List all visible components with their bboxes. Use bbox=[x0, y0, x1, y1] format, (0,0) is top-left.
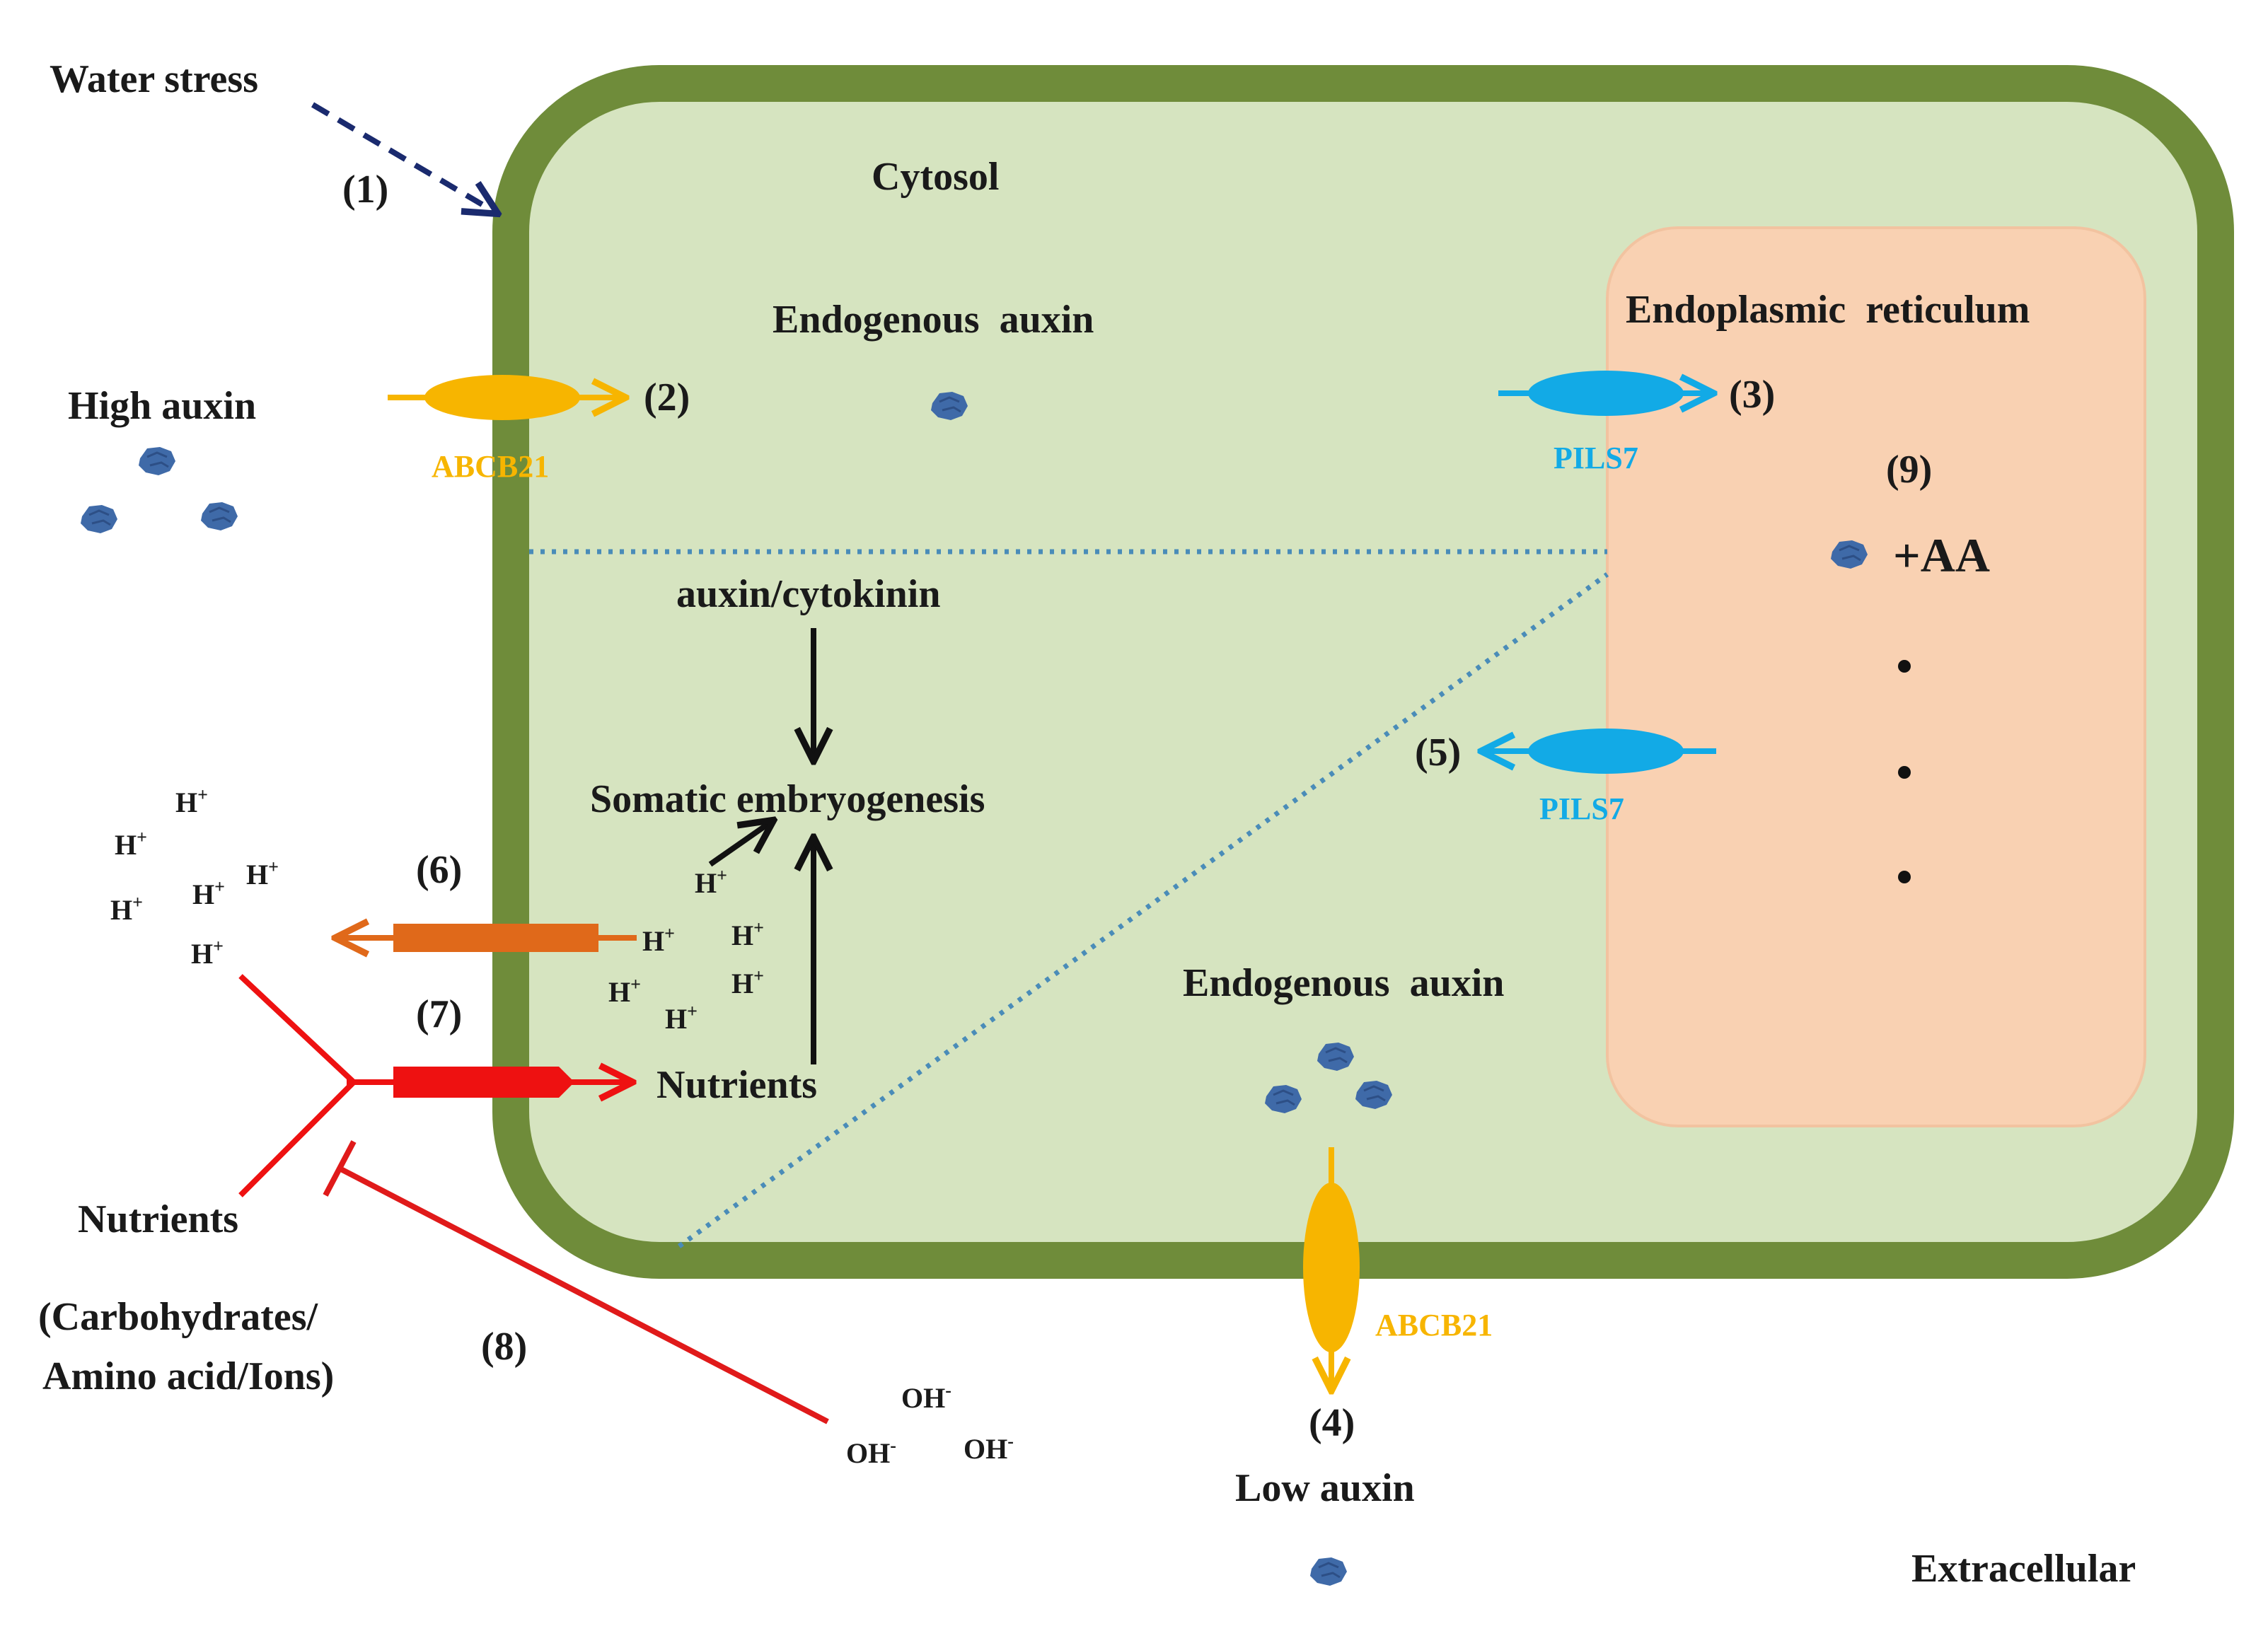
step-2-label: (2) bbox=[644, 376, 690, 419]
hydroxide-ions: OH- OH- OH- bbox=[846, 1380, 1014, 1469]
pils7-top-label: PILS7 bbox=[1554, 441, 1638, 475]
proton-pump bbox=[338, 924, 637, 952]
abcb21-bottom-label: ABCB21 bbox=[1375, 1308, 1493, 1342]
pils7-transporter-bottom bbox=[1484, 729, 1716, 774]
step-5-label: (5) bbox=[1415, 731, 1461, 774]
auxin-molecule-icon bbox=[79, 504, 119, 535]
step-4-label: (4) bbox=[1309, 1401, 1355, 1445]
hydroxide-ion: OH- bbox=[901, 1380, 951, 1414]
step-7-label: (7) bbox=[416, 992, 462, 1036]
proton-ion: H+ bbox=[115, 827, 147, 861]
proton-ion: H+ bbox=[731, 965, 764, 999]
extracellular-label: Extracellular bbox=[1911, 1547, 2136, 1591]
auxin-molecule-icon bbox=[137, 446, 177, 477]
high-auxin-label: High auxin bbox=[68, 384, 256, 428]
ellipsis-dots bbox=[1898, 660, 1911, 883]
proton-ion: H+ bbox=[695, 865, 727, 899]
proton-ion: H+ bbox=[192, 876, 225, 910]
nutrients-inside-label: Nutrients bbox=[656, 1063, 817, 1107]
abcb21-transporter-top bbox=[388, 375, 623, 420]
step-8-label: (8) bbox=[481, 1325, 527, 1369]
proton-ion: H+ bbox=[642, 923, 675, 957]
nutrients-outside-label: Nutrients bbox=[78, 1197, 238, 1241]
step-6-label: (6) bbox=[416, 848, 462, 892]
pils7-transporter-top bbox=[1498, 371, 1711, 416]
endogenous-auxin-bottom-label: Endogenous auxin bbox=[1183, 961, 1504, 1005]
auxin-molecule-icon bbox=[1309, 1556, 1348, 1587]
abcb21-transporter-bottom bbox=[1303, 1147, 1360, 1388]
symport-connector bbox=[238, 974, 356, 1197]
endogenous-auxin-top-label: Endogenous auxin bbox=[773, 298, 1094, 342]
somatic-embryogenesis-label: Somatic embryogenesis bbox=[590, 777, 985, 821]
proton-ion: H+ bbox=[175, 784, 208, 818]
cytosol-dividers bbox=[529, 549, 1609, 1248]
cytosol-label: Cytosol bbox=[872, 155, 999, 199]
low-auxin-label: Low auxin bbox=[1235, 1466, 1415, 1510]
step-9-label: (9) bbox=[1886, 448, 1932, 492]
auxin-cytokinin-label: auxin/cytokinin bbox=[676, 572, 940, 616]
nutrients-detail-line1: (Carbohydrates/ bbox=[38, 1295, 319, 1339]
hydroxide-ion: OH- bbox=[964, 1431, 1014, 1465]
nutrients-detail-line2: Amino acid/Ions) bbox=[42, 1354, 334, 1398]
amino-acid-conjugate-label: +AA bbox=[1893, 528, 1990, 582]
proton-ion: H+ bbox=[246, 857, 279, 890]
proton-ion: H+ bbox=[608, 974, 641, 1008]
signaling-arrows bbox=[708, 628, 814, 1064]
proton-ion: H+ bbox=[665, 1001, 698, 1035]
step-3-label: (3) bbox=[1729, 373, 1775, 417]
endoplasmic-reticulum bbox=[1606, 226, 2146, 1127]
water-stress-arrow bbox=[311, 102, 495, 212]
abcb21-top-label: ABCB21 bbox=[432, 449, 549, 484]
water-stress-label: Water stress bbox=[50, 57, 258, 101]
protons-cytosol: H+ H+ H+ H+ H+ H+ bbox=[608, 865, 764, 1035]
hydroxide-ion: OH- bbox=[846, 1435, 896, 1469]
step-1-label: (1) bbox=[342, 168, 388, 211]
pils7-bottom-label: PILS7 bbox=[1539, 791, 1624, 826]
proton-ion: H+ bbox=[110, 892, 143, 926]
inhibition-line bbox=[323, 1140, 829, 1424]
proton-ion: H+ bbox=[731, 917, 764, 951]
protons-extracellular: H+ H+ H+ H+ H+ H+ bbox=[110, 784, 279, 970]
endoplasmic-reticulum-label: Endoplasmic reticulum bbox=[1626, 288, 2030, 332]
nutrient-transporter bbox=[347, 1067, 630, 1098]
auxin-molecule-icon bbox=[199, 501, 239, 532]
proton-ion: H+ bbox=[191, 936, 224, 970]
